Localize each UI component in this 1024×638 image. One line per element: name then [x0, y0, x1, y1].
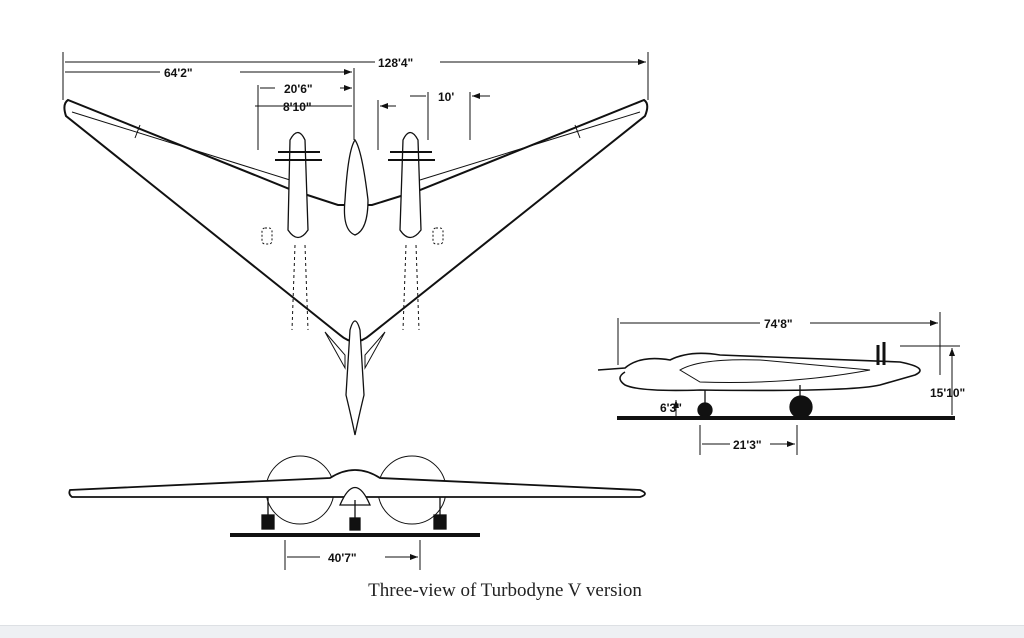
- dim-span: 128'4": [378, 56, 413, 70]
- figure-caption: Three-view of Turbodyne V version: [368, 580, 642, 601]
- front-wing: [68, 469, 646, 498]
- dim-height: 15'10": [930, 386, 965, 400]
- central-fuselage: [343, 138, 369, 236]
- dim-nose-gear-height: 6'3": [660, 401, 682, 415]
- dim-half-span: 64'2": [164, 66, 193, 80]
- dim-engine-spacing: 20'6": [284, 82, 313, 96]
- wing-planform: [63, 98, 649, 343]
- top-view: [62, 52, 649, 436]
- dim-wheelbase: 21'3": [733, 438, 762, 452]
- dim-length: 74'8": [764, 317, 793, 331]
- left-nacelle: [287, 131, 309, 239]
- front-view: [68, 455, 646, 570]
- dim-center-offset: 8'10": [283, 100, 312, 114]
- side-fuselage: [597, 352, 921, 392]
- tail-pod: [345, 320, 365, 436]
- dim-prop-gap: 10': [438, 90, 454, 104]
- side-view: [597, 312, 960, 455]
- bottom-bar: [0, 625, 1024, 638]
- dim-track: 40'7": [328, 551, 357, 565]
- right-nacelle: [399, 131, 422, 239]
